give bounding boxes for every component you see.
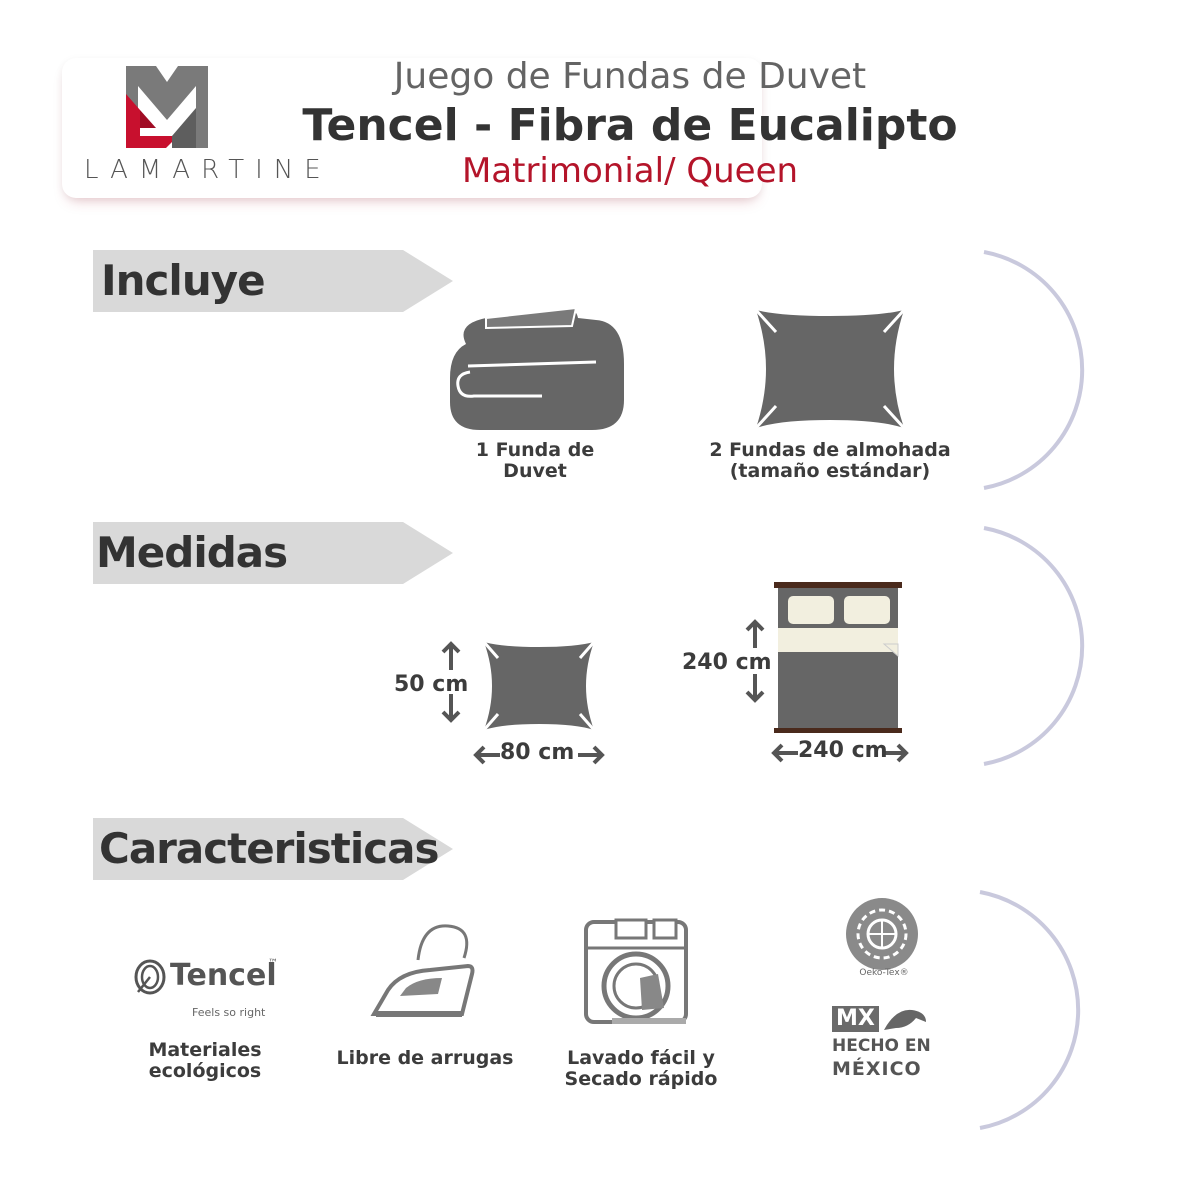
- product-title-line2: Tencel - Fibra de Eucalipto: [302, 100, 958, 151]
- includes-item-duvet-label-l2: Duvet: [503, 460, 567, 482]
- oeko-tex-icon: [846, 898, 918, 970]
- pillow-icon: [482, 641, 596, 731]
- feature-easy-wash: Lavado fácil y Secado rápido: [546, 1048, 736, 1090]
- oeko-tex-label: Oeko-Tex®: [859, 968, 909, 978]
- includes-item-duvet-label-l1: 1 Funda de: [475, 439, 595, 461]
- product-title-line1: Juego de Fundas de Duvet: [393, 56, 867, 97]
- section-banner-features: Caracteristicas: [93, 818, 453, 880]
- tencel-tagline: Feels so right: [192, 1006, 266, 1019]
- includes-item-pillowcases-label-l1: 2 Fundas de almohada: [709, 439, 951, 461]
- section-banner-includes: Incluye: [93, 250, 453, 312]
- made-in-line2: MÉXICO: [832, 1058, 922, 1080]
- feature-wash-label-l2: Secado rápido: [564, 1068, 718, 1090]
- mx-badge: MX: [832, 1006, 879, 1032]
- folded-duvet-icon: [450, 306, 624, 430]
- feature-eco-materials: Materiales ecológicos: [110, 1040, 300, 1082]
- width-arrow-icon: [473, 745, 605, 765]
- includes-item-pillowcases-label-l2: (tamaño estándar): [729, 460, 931, 482]
- made-in-line1: HECHO EN: [832, 1036, 931, 1056]
- decorative-arc: [983, 250, 1085, 490]
- section-title-features: Caracteristicas: [99, 824, 439, 873]
- feature-wrinkle-free: Libre de arrugas: [330, 1048, 520, 1069]
- bed-width: 240 cm: [798, 738, 888, 763]
- section-title-measures: Medidas: [96, 528, 288, 577]
- feature-wrinkle-label: Libre de arrugas: [336, 1047, 514, 1069]
- section-banner-measures: Medidas: [93, 522, 453, 584]
- decorative-arc: [983, 526, 1085, 766]
- brand-name: LAMARTINE: [84, 155, 332, 185]
- width-arrow-icon: [771, 743, 909, 763]
- tencel-leaf-icon: [134, 959, 166, 995]
- bed-height: 240 cm: [682, 650, 772, 675]
- product-size: Matrimonial/ Queen: [461, 151, 799, 191]
- pillow-icon: [754, 308, 906, 430]
- feature-eco-label-l2: ecológicos: [148, 1060, 262, 1082]
- includes-item-duvet: 1 Funda de Duvet: [430, 440, 640, 482]
- tencel-tm: ™: [268, 958, 278, 969]
- pillow-width: 80 cm: [500, 740, 575, 765]
- section-title-includes: Incluye: [101, 256, 266, 305]
- bed-icon: [774, 582, 902, 733]
- tencel-wordmark: Tencel: [170, 958, 277, 993]
- includes-item-pillowcases: 2 Fundas de almohada (tamaño estándar): [700, 440, 960, 482]
- feature-wash-label-l1: Lavado fácil y: [567, 1047, 715, 1069]
- eagle-icon: [884, 1009, 926, 1030]
- decorative-arc: [979, 890, 1081, 1130]
- washing-machine-icon: [584, 918, 688, 1024]
- feature-eco-label-l1: Materiales: [148, 1039, 262, 1061]
- pillow-height: 50 cm: [394, 672, 469, 697]
- made-in-mexico-badge: MX HECHO EN MÉXICO: [830, 1004, 940, 1084]
- height-arrow-icon: [745, 619, 765, 703]
- tencel-logo: Tencel ™ Feels so right: [132, 952, 282, 1022]
- lamartine-logo-icon: [126, 66, 208, 148]
- iron-icon: [370, 924, 475, 1017]
- height-arrow-icon: [441, 641, 461, 723]
